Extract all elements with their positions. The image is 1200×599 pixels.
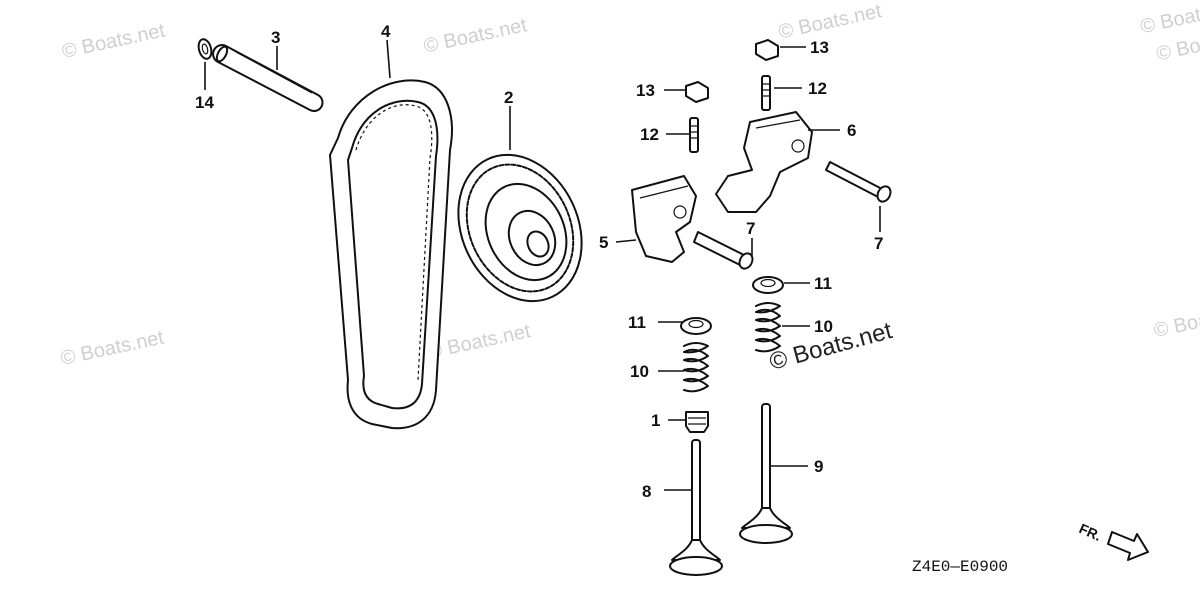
callout-1: 1 (651, 411, 660, 430)
callout-11: 11 (814, 274, 832, 293)
part-7-rocker-shaft (693, 231, 754, 270)
watermark: © Boats.net (1138, 0, 1200, 38)
diagram-code: Z4E0—E0900 (912, 558, 1008, 576)
callout-13: 13 (810, 38, 829, 57)
callout-12: 12 (640, 125, 659, 144)
callout-11: 11 (628, 313, 646, 332)
part-3-shaft (212, 44, 324, 112)
callout-5: 5 (599, 233, 608, 252)
part-11-spring-retainer (752, 276, 784, 294)
watermark: © Boats.net (777, 0, 885, 43)
part-2-cam-pulley (457, 153, 583, 303)
part-7-rocker-shaft (825, 161, 892, 203)
callout-2: 2 (504, 88, 513, 107)
callout-14: 14 (195, 93, 214, 112)
part-5-rocker-arm (631, 175, 697, 263)
callout-labels: 1 2 3 4 5 6 7 7 8 9 10 10 11 11 12 12 13… (195, 22, 883, 501)
watermark: © Boats.net (60, 20, 168, 63)
part-4-timing-belt (329, 79, 453, 430)
callout-10: 10 (630, 362, 649, 381)
part-13-lock-nut (685, 81, 709, 103)
watermark: © Boats.net (425, 320, 533, 363)
part-12-adjusting-screw (761, 75, 771, 111)
part-10-valve-spring (755, 302, 781, 353)
part-13-lock-nut (755, 39, 779, 61)
watermark: © Boats.net (59, 327, 167, 370)
callout-4: 4 (381, 22, 391, 41)
callout-8: 8 (642, 482, 651, 501)
watermark-layer: © Boats.net © Boats.net © Boats.net © Bo… (59, 0, 1200, 370)
part-10-valve-spring (683, 342, 709, 393)
callout-12: 12 (808, 79, 827, 98)
callout-13: 13 (636, 81, 655, 100)
watermark: © Boats.net (422, 14, 530, 57)
part-6-rocker-arm (715, 111, 813, 213)
watermark: © Boats.net (1152, 299, 1200, 342)
leader-lines (204, 39, 881, 491)
front-direction-indicator: FR. (1077, 520, 1149, 561)
part-12-adjusting-screw (689, 117, 699, 153)
callout-7: 7 (874, 234, 883, 253)
arrow-right-icon (1107, 531, 1149, 561)
part-1-valve-stem-seal (685, 411, 709, 433)
callout-6: 6 (847, 121, 856, 140)
part-14-washer (197, 38, 213, 60)
direction-label: FR. (1077, 520, 1104, 544)
callout-3: 3 (271, 28, 280, 47)
callout-10: 10 (814, 317, 833, 336)
callout-9: 9 (814, 457, 823, 476)
part-8-valve (669, 439, 723, 576)
part-9-valve (739, 403, 793, 544)
part-11-spring-retainer (680, 317, 712, 335)
callout-7: 7 (746, 219, 755, 238)
